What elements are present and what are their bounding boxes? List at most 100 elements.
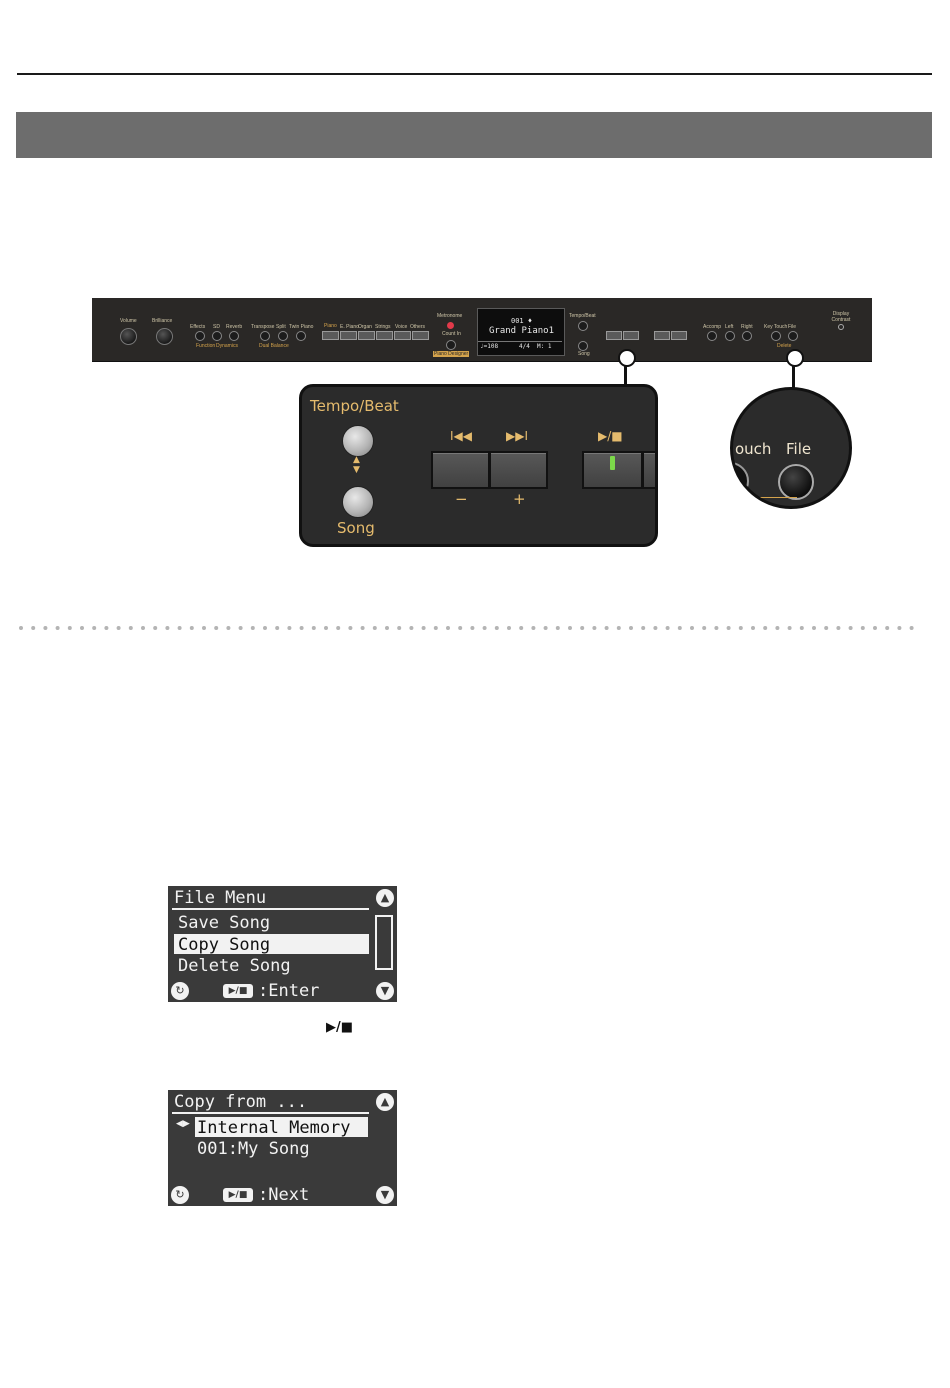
display-tempo: ♩=108 xyxy=(480,343,499,350)
section-title-bar xyxy=(16,112,932,158)
dotted-divider xyxy=(19,626,918,630)
file-callout: ouch File xyxy=(730,387,852,509)
metronome-label: Metronome xyxy=(437,313,463,319)
volume-knob[interactable] xyxy=(120,328,137,345)
play-stop-key-icon: ▶/■ xyxy=(223,984,253,998)
function-label: Function xyxy=(196,343,216,349)
back-icon[interactable]: ↻ xyxy=(171,982,189,1000)
record-button[interactable] xyxy=(642,451,655,489)
fast-forward-button[interactable] xyxy=(489,451,548,489)
copy-from-title-rule xyxy=(172,1112,369,1114)
scroll-up-icon[interactable]: ▲ xyxy=(376,889,394,907)
effects-button[interactable] xyxy=(195,331,205,341)
key-touch-button[interactable] xyxy=(771,331,781,341)
twin-piano-label: Twin Piano xyxy=(289,324,314,330)
source-selection-highlight xyxy=(195,1117,368,1137)
leader-ring-right xyxy=(786,349,804,367)
display-contrast-label: Display Contrast xyxy=(831,311,851,323)
file-label: File xyxy=(786,440,812,458)
source-internal-memory[interactable]: Internal Memory xyxy=(197,1118,351,1138)
menu-item-delete-song[interactable]: Delete Song xyxy=(178,956,291,976)
play-stop-icon: ▶/■ xyxy=(598,429,623,443)
key-touch-button-partial[interactable] xyxy=(733,462,749,500)
source-song-item[interactable]: 001:My Song xyxy=(197,1139,310,1159)
leader-ring-left xyxy=(618,349,636,367)
left-button[interactable] xyxy=(725,331,735,341)
transport-callout: Tempo/Beat ▲ ▼ Song I◀◀ ▶▶I − + ▶/■ xyxy=(299,384,658,547)
panel-tempo-beat-label: Tempo/Beat xyxy=(569,313,596,319)
tone-label-strings: Strings xyxy=(375,324,391,330)
scroll-down-icon[interactable]: ▼ xyxy=(376,982,394,1000)
scrollbar-track xyxy=(379,919,389,956)
display-tone-name: Grand Piano1 xyxy=(489,326,555,336)
metronome-indicator xyxy=(447,322,454,329)
brilliance-knob[interactable] xyxy=(156,328,173,345)
panel-rec-button[interactable] xyxy=(671,331,687,340)
updown-arrows-icon: ▲ ▼ xyxy=(353,455,360,475)
display-tone-number: 001 ♦ xyxy=(511,317,533,325)
tone-button-piano[interactable] xyxy=(322,331,339,340)
callout-song-label: Song xyxy=(337,519,375,537)
back-icon-2[interactable]: ↻ xyxy=(171,1186,189,1204)
left-label: Left xyxy=(725,324,734,330)
tone-label-piano: Piano xyxy=(324,323,337,329)
scroll-up-icon-2[interactable]: ▲ xyxy=(376,1093,394,1111)
panel-song-label: Song xyxy=(578,351,590,357)
menu-item-save-song[interactable]: Save Song xyxy=(178,913,271,933)
rewind-icon: I◀◀ xyxy=(450,429,472,443)
tempo-beat-button[interactable] xyxy=(342,425,374,457)
file-button[interactable] xyxy=(778,464,814,500)
scrollbar[interactable] xyxy=(375,915,393,970)
tone-label-epiano: E. Piano xyxy=(340,324,359,330)
display-measure: M: 1 xyxy=(537,343,552,350)
tone-button-epiano[interactable] xyxy=(340,331,357,340)
play-indicator xyxy=(610,456,615,470)
tone-button-strings[interactable] xyxy=(376,331,393,340)
tone-button-others[interactable] xyxy=(412,331,429,340)
play-stop-instruction-icon: ▶/■ xyxy=(326,1020,354,1035)
display-contrast-knob[interactable] xyxy=(838,324,844,330)
panel-file-button[interactable] xyxy=(788,331,798,341)
copy-from-title: Copy from ... xyxy=(174,1092,308,1112)
copy-from-screen: Copy from ... ▲ ◀▶ Internal Memory 001:M… xyxy=(168,1090,397,1206)
copy-from-footer-action: :Next xyxy=(258,1185,310,1205)
tone-label-organ: Organ xyxy=(358,324,372,330)
play-stop-key-icon-2: ▶/■ xyxy=(223,1188,253,1202)
song-button[interactable] xyxy=(342,486,374,518)
display-divider xyxy=(478,341,562,342)
split-label: Split xyxy=(276,324,286,330)
panel-ff-button[interactable] xyxy=(623,331,639,340)
file-label-small: File xyxy=(788,324,797,330)
leader-line-right xyxy=(792,365,795,389)
key-touch-partial-label: ouch xyxy=(735,440,772,458)
rewind-button[interactable] xyxy=(431,451,490,489)
twin-piano-button[interactable] xyxy=(296,331,306,341)
panel-song-button[interactable] xyxy=(578,341,588,351)
right-label: Right xyxy=(741,324,753,330)
transpose-label: Transpose xyxy=(251,324,275,330)
scroll-down-icon-2[interactable]: ▼ xyxy=(376,1186,394,1204)
delete-bracket xyxy=(757,497,797,498)
panel-play-button[interactable] xyxy=(654,331,670,340)
left-right-arrows-icon: ◀▶ xyxy=(176,1119,190,1129)
accomp-button[interactable] xyxy=(707,331,717,341)
metronome-button[interactable] xyxy=(446,340,456,350)
sd-button[interactable] xyxy=(212,331,222,341)
right-button[interactable] xyxy=(742,331,752,341)
file-menu-title-rule xyxy=(172,908,369,910)
volume-label: Volume xyxy=(120,318,137,324)
panel-tempo-beat-button[interactable] xyxy=(578,321,588,331)
split-button[interactable] xyxy=(278,331,288,341)
transpose-button[interactable] xyxy=(260,331,270,341)
file-menu-footer-action: :Enter xyxy=(258,981,320,1001)
menu-item-copy-song[interactable]: Copy Song xyxy=(178,935,271,955)
top-rule xyxy=(17,73,932,75)
dynamics-label: Dynamics xyxy=(216,343,238,349)
tone-button-voice[interactable] xyxy=(394,331,411,340)
reverb-label: Reverb xyxy=(226,324,243,330)
brilliance-label: Brilliance xyxy=(152,318,173,324)
reverb-button[interactable] xyxy=(229,331,239,341)
plus-label: + xyxy=(513,490,526,508)
tone-button-organ[interactable] xyxy=(358,331,375,340)
panel-rewind-button[interactable] xyxy=(606,331,622,340)
